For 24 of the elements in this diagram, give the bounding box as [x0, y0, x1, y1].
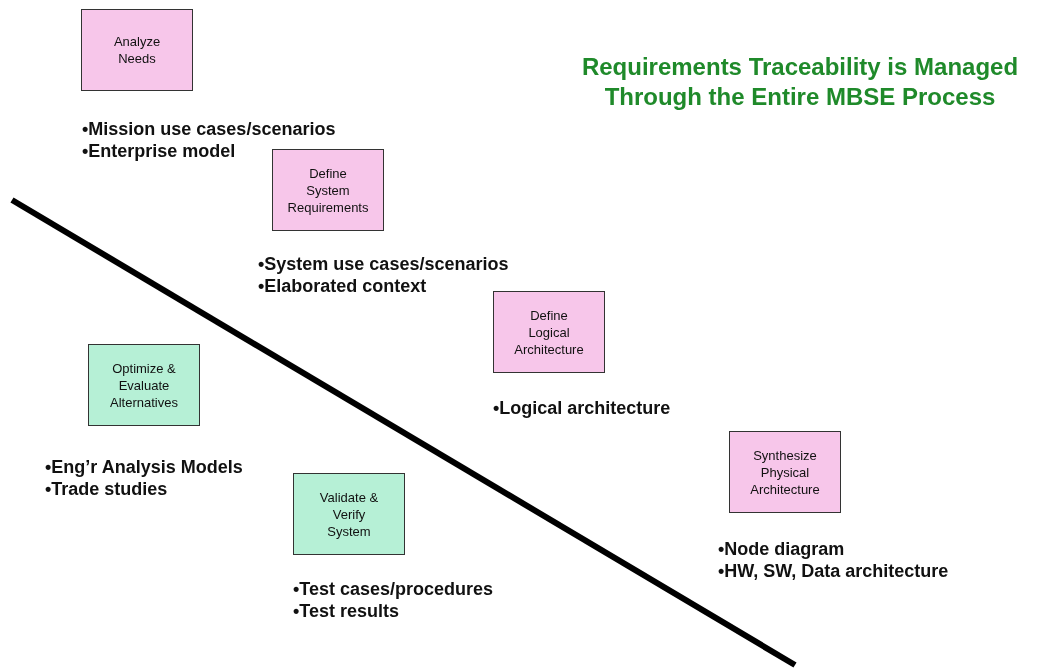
- box-label: Optimize & Evaluate Alternatives: [109, 359, 179, 411]
- process-box: [81, 9, 193, 91]
- box-label: Define System Requirements: [287, 164, 369, 216]
- bullet-item: •Test cases/procedures: [293, 578, 494, 600]
- bullet-item: •Logical architecture: [493, 397, 671, 419]
- bullet-item: •Enterprise model: [82, 140, 237, 162]
- box-label: Synthesize Physical Architecture: [749, 446, 821, 498]
- process-box: [493, 291, 605, 373]
- title: Requirements Traceability is Managed Through the Entire MBSE Process: [580, 52, 1020, 112]
- bullet-item: •Eng’r Analysis Models: [45, 456, 243, 478]
- bullet-item: •Node diagram: [718, 538, 846, 560]
- bullet-item: •Elaborated context: [258, 275, 428, 297]
- process-box: [272, 149, 384, 231]
- process-box: [729, 431, 841, 513]
- bullet-item: •Trade studies: [45, 478, 169, 500]
- bullet-item: •System use cases/scenarios: [258, 253, 509, 275]
- bullet-item: •Test results: [293, 600, 400, 622]
- box-label: Validate & Verify System: [318, 488, 380, 540]
- box-label: Analyze Needs: [112, 33, 162, 67]
- bullet-item: •HW, SW, Data architecture: [718, 560, 949, 582]
- process-box: [88, 344, 200, 426]
- process-box: [293, 473, 405, 555]
- bullet-item: •Mission use cases/scenarios: [82, 118, 336, 140]
- box-label: Define Logical Architecture: [513, 306, 585, 358]
